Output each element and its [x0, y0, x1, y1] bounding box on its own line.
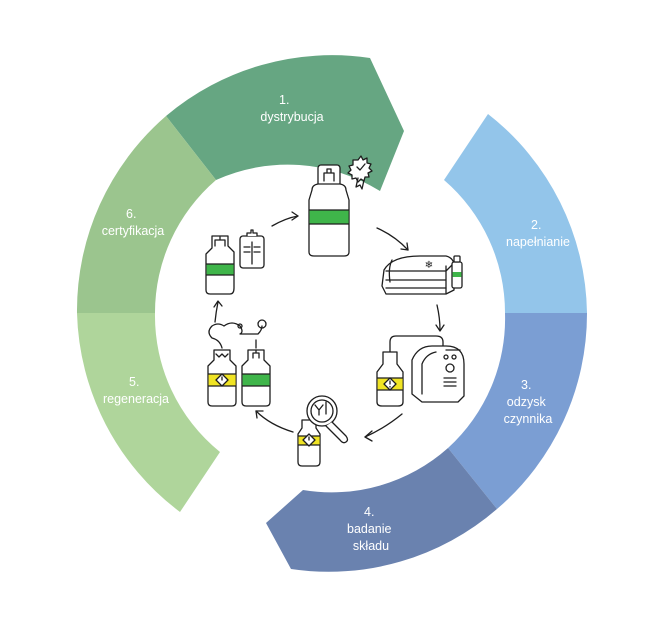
clipboard-cylinder-icon — [205, 229, 265, 295]
snowflake-icon: ❄ — [425, 260, 433, 271]
green-band — [242, 374, 270, 386]
arrow-icon — [435, 304, 445, 332]
segment-4-label: 4. badanie składu — [347, 505, 395, 553]
segment-5-label: 5. regeneracja — [103, 375, 169, 406]
green-band — [309, 210, 349, 224]
arrow-icon — [255, 410, 294, 433]
cycle-ring — [76, 55, 588, 572]
segment-labels: 1. dystrybucja 2. napełnianie 3. odzysk … — [102, 93, 570, 553]
arrow-icon — [376, 227, 409, 251]
segment-3-label: 3. odzysk czynnika — [504, 378, 553, 426]
recovery-machine-icon — [376, 335, 465, 407]
segment-4-analysis — [266, 448, 497, 572]
green-band — [206, 264, 234, 275]
segment-3-recovery — [448, 313, 588, 509]
magnifier-analysis-icon — [297, 395, 349, 467]
segment-1-distribution — [166, 55, 404, 191]
flow-arrows — [213, 211, 445, 442]
segment-6-label: 6. certyfikacja — [102, 207, 165, 238]
segment-6-certification — [76, 116, 216, 313]
display-fridge-icon: ❄ — [381, 255, 463, 295]
gas-cylinder-certified-icon — [308, 155, 373, 257]
segment-2-label: 2. napełnianie — [506, 218, 570, 249]
segment-2-filling — [444, 114, 587, 313]
transfer-cylinders-icon — [207, 319, 271, 407]
segment-1-label: 1. dystrybucja — [260, 93, 323, 124]
arrow-icon — [364, 413, 403, 442]
green-band — [452, 272, 462, 277]
segment-5-regeneration — [77, 313, 220, 512]
arrow-icon — [213, 300, 223, 323]
arrow-icon — [271, 211, 299, 227]
